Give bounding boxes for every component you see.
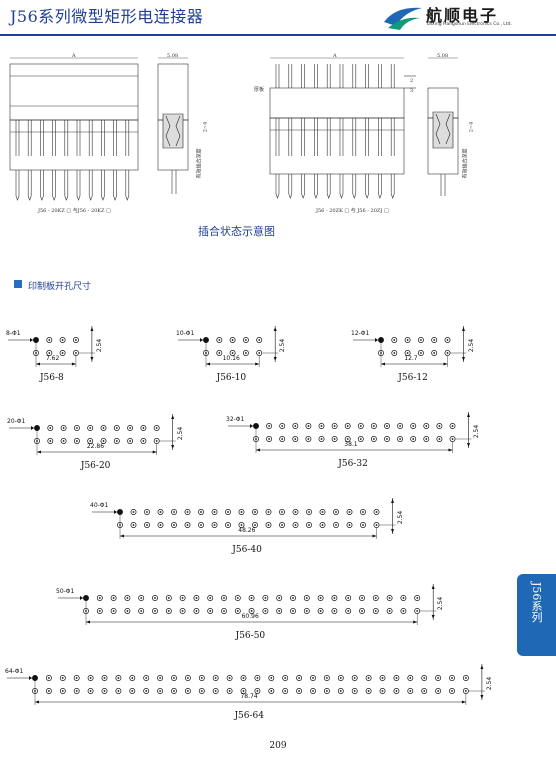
footprint-j56-64	[7, 664, 485, 705]
pitch-dimension: 2.54	[279, 338, 287, 353]
right-subcaption: J56 - 20ZK □ 与 J56 - 20ZJ □	[316, 208, 389, 214]
company-logo-icon	[384, 7, 422, 30]
footprint-j56-32	[228, 412, 472, 453]
pin-hole	[83, 595, 89, 601]
label-board: 厚板	[254, 87, 265, 93]
logo-text: 航顺电子	[426, 6, 499, 25]
span-dimension: 22.86	[86, 443, 105, 450]
pitch-dimension: 2.54	[467, 338, 475, 353]
span-dimension: 12.7	[404, 355, 418, 362]
dim-width-left: 5.08	[167, 53, 179, 59]
left-subcaption: J56 - 20KZ □ 与J56 - 20KZ □	[38, 208, 111, 214]
mating-diagram	[9, 57, 459, 201]
pitch-dimension: 2.54	[486, 676, 494, 691]
span-dimension: 60.96	[241, 613, 259, 620]
footprint-name: J56-12	[398, 373, 428, 383]
footprint-j56-10	[178, 326, 279, 367]
pin-hole	[378, 337, 384, 343]
dim-2: 2	[410, 78, 414, 84]
footprint-name: J56-64	[234, 711, 264, 721]
hole-count-label: 32-Φ1	[226, 416, 245, 423]
hole-count-label: 64-Φ1	[5, 668, 24, 675]
hole-count-label: 8-Φ1	[6, 330, 21, 337]
footprint-j56-8	[8, 326, 95, 367]
span-dimension: 48.26	[238, 527, 256, 534]
footprint-name: J56-20	[80, 461, 111, 471]
footprint-name: J56-50	[235, 631, 266, 641]
pitch-dimension: 2.54	[437, 596, 445, 611]
pitch-dimension: 2.54	[472, 424, 480, 439]
footprint-j56-50	[58, 584, 437, 625]
series-tab	[517, 574, 556, 656]
hole-count-label: 12-Φ1	[351, 330, 370, 337]
hole-count-label: 20-Φ1	[7, 418, 26, 425]
pitch-dimension: 2.54	[176, 426, 184, 441]
pin-hole	[34, 425, 40, 431]
right-connector-drawing	[269, 57, 459, 199]
footprint-name: J56-32	[338, 459, 368, 469]
series-tab-label: J56系列	[530, 582, 543, 623]
hole-count-label: 50-Φ1	[56, 588, 75, 595]
left-connector-drawing	[9, 57, 189, 201]
pin-hole	[253, 423, 259, 429]
dim-a-left: A	[72, 53, 76, 59]
pitch-dimension: 2.54	[396, 510, 404, 525]
pin-hole	[32, 675, 38, 681]
footprint-j56-40	[92, 498, 396, 539]
dim-3: 3	[410, 88, 414, 94]
span-dimension: 7.62	[45, 355, 60, 362]
dim-width-right: 5.08	[437, 53, 449, 59]
hole-count-label: 40-Φ1	[90, 502, 109, 509]
logo-subtext: Taixing Hangshun Electronics Co., Ltd.	[426, 22, 512, 27]
figure-caption: 插合状态示意图	[198, 225, 275, 238]
span-dimension: 38.1	[344, 441, 358, 448]
pin-hole	[117, 509, 123, 515]
footprint-name: J56-10	[216, 373, 247, 383]
dim-a-right: A	[333, 53, 337, 59]
header-divider	[0, 34, 556, 36]
span-dimension: 10.16	[222, 355, 240, 362]
page-number: 209	[269, 741, 287, 751]
page-title: J56系列微型矩形电连接器	[10, 7, 204, 26]
section-title: 印制板开孔尺寸	[28, 282, 92, 292]
footprint-j56-20	[9, 414, 176, 455]
hole-count-label: 10-Φ1	[176, 330, 195, 337]
span-dimension: 78.74	[240, 693, 258, 700]
footprint-name: J56-40	[232, 545, 262, 555]
footprint-name: J56-8	[39, 373, 64, 383]
footprint-j56-12	[353, 326, 467, 367]
pin-hole	[203, 337, 209, 343]
pin-hole	[33, 337, 39, 343]
section-bullet-icon	[14, 280, 22, 288]
pitch-dimension: 2.54	[96, 338, 104, 353]
